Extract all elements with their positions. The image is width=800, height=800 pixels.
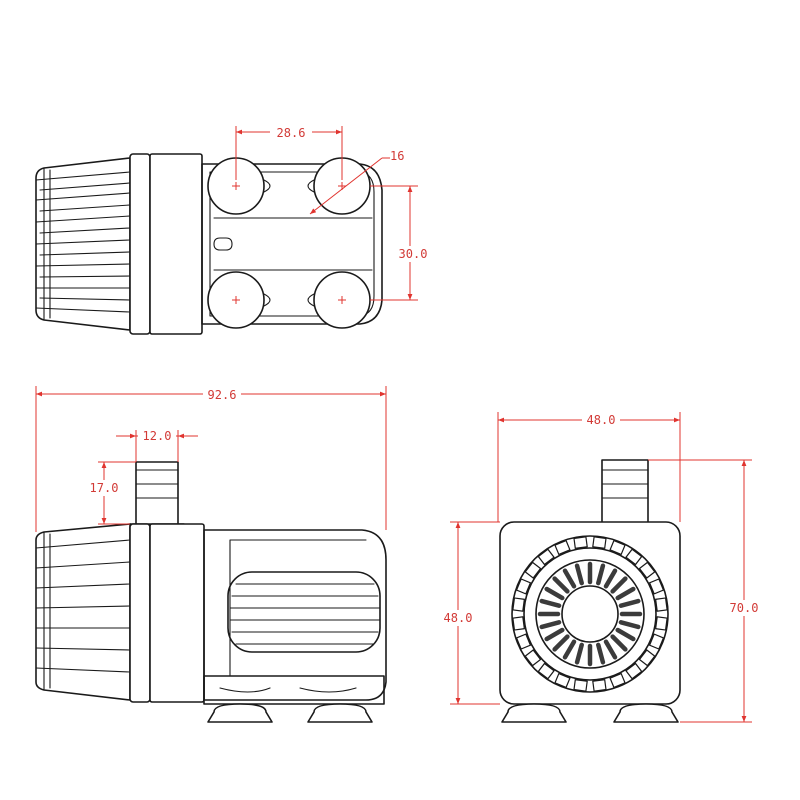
top-view (35, 153, 383, 335)
intake-slot (552, 634, 570, 652)
intake-slot (596, 563, 606, 586)
gear-tooth (554, 672, 571, 689)
gear-tooth (512, 616, 526, 631)
gear-tooth (592, 678, 607, 692)
gear-tooth (524, 649, 542, 667)
gear-tooth (554, 539, 571, 556)
dim-top-height: 30.0 (399, 247, 428, 261)
intake-slot (574, 563, 584, 586)
intake-slot (539, 598, 562, 608)
intake-slot (610, 576, 628, 594)
dim-outlet-width: 12.0 (143, 429, 172, 443)
intake-slot (615, 586, 636, 601)
intake-slot (610, 634, 628, 652)
gear-tooth (654, 597, 668, 612)
intake-slot (603, 639, 618, 660)
gear-tooth (638, 561, 656, 579)
dim-top-diameter: 16 (390, 149, 404, 163)
gear-tooth (648, 633, 665, 650)
intake-slot (618, 620, 641, 630)
gear-tooth (592, 536, 607, 550)
gear-tooth (654, 616, 668, 631)
dim-front-body-height: 48.0 (444, 611, 473, 625)
front-view-intake-slots (512, 536, 668, 692)
dim-top-spacing: 28.6 (277, 126, 306, 140)
gear-tooth (648, 578, 665, 595)
gear-tooth (524, 561, 542, 579)
intake-slot (544, 627, 565, 642)
gear-tooth (625, 662, 643, 680)
intake-slot (615, 627, 636, 642)
gear-tooth (573, 678, 588, 692)
gear-tooth (537, 662, 555, 680)
intake-slot (574, 642, 584, 665)
side-view (35, 461, 387, 723)
intake-slot (562, 639, 577, 660)
gear-tooth (537, 548, 555, 566)
intake-slot (596, 642, 606, 665)
gear-tooth (625, 548, 643, 566)
gear-tooth (512, 597, 526, 612)
intake-slot (539, 620, 562, 630)
intake-slot (562, 568, 577, 589)
gear-tooth (609, 539, 626, 556)
intake-slot (618, 598, 641, 608)
dim-outlet-height: 17.0 (90, 481, 119, 495)
front-view (499, 459, 681, 723)
gear-tooth (515, 578, 532, 595)
dim-front-total-height: 70.0 (730, 601, 759, 615)
intake-slot (552, 576, 570, 594)
dimensions: 28.6 16 30.0 92.6 12.0 17.0 48.0 (35, 124, 762, 723)
top-view-cage-fins (35, 167, 131, 321)
intake-slot (603, 568, 618, 589)
gear-tooth (573, 536, 588, 550)
gear-tooth (638, 649, 656, 667)
gear-tooth (515, 633, 532, 650)
gear-tooth (609, 672, 626, 689)
intake-slot (544, 586, 565, 601)
dim-front-width: 48.0 (587, 413, 616, 427)
dim-overall-length: 92.6 (208, 388, 237, 402)
